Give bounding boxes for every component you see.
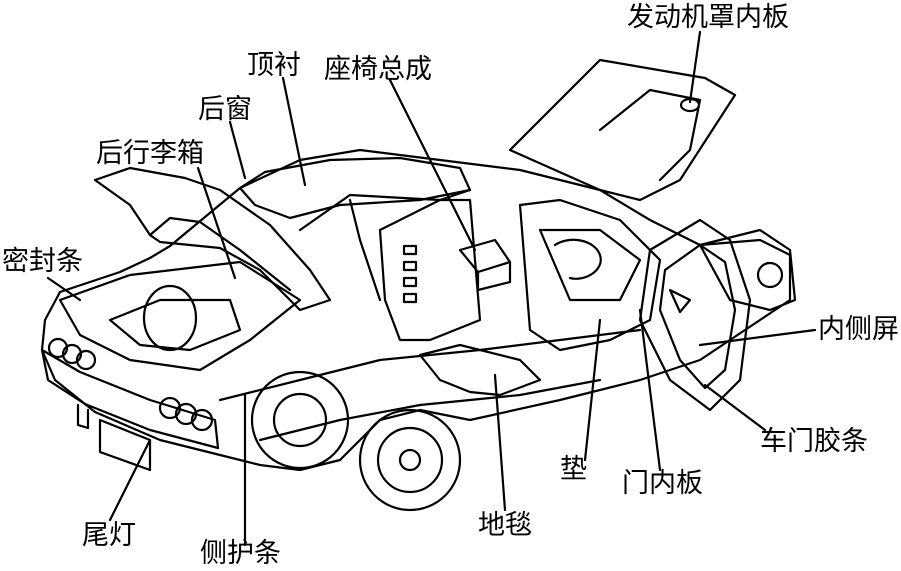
label-inner-side-panel: 内侧屏 — [818, 314, 899, 345]
tail-light-left-1 — [47, 337, 69, 359]
seat-box-side — [476, 260, 512, 292]
leader-door-rubber-strip — [703, 383, 767, 432]
leader-carpet — [493, 373, 507, 512]
trunk-opening — [58, 260, 302, 372]
label-tail-light: 尾灯 — [82, 520, 136, 551]
label-headliner: 顶衬 — [247, 50, 301, 81]
leader-rear-window — [228, 120, 247, 180]
hood — [508, 58, 737, 202]
license-plate — [98, 418, 152, 472]
door-inner-contour — [658, 243, 737, 390]
leader-seat-assembly — [388, 78, 477, 252]
b-pillar — [348, 198, 382, 302]
side-guard-strip — [218, 328, 642, 402]
hood-inner — [598, 88, 702, 182]
roof — [238, 156, 472, 220]
window-switch-1 — [402, 244, 418, 256]
tail-light-right-2 — [174, 402, 198, 426]
spare-wheel — [142, 284, 198, 352]
sill-line — [258, 378, 602, 442]
window-switch-4 — [402, 292, 418, 304]
leader-inner-side-panel — [698, 328, 817, 347]
leader-seal-strip — [46, 276, 82, 302]
rear-wheel-outer — [250, 370, 350, 470]
label-carpet: 地毯 — [478, 510, 532, 541]
front-wheel-outer — [358, 408, 462, 512]
rear-bumper — [40, 348, 220, 450]
tail-light-left-3 — [75, 349, 97, 371]
label-door-rubber-strip: 车门胶条 — [760, 426, 868, 457]
trunk-floor — [108, 298, 242, 352]
label-rear-trunk: 后行李箱 — [96, 138, 204, 169]
roof-frame — [298, 188, 472, 232]
leader-pad — [583, 318, 602, 462]
tail-light-left-2 — [61, 343, 83, 365]
label-hood-inner-panel: 发动机罩内板 — [627, 2, 789, 33]
front-cabin — [518, 198, 662, 352]
rear-wheel-inner — [272, 392, 328, 448]
front-fender — [698, 228, 797, 312]
rear-door-opening — [378, 198, 482, 342]
window-switch-2 — [402, 260, 418, 272]
front-wheel-hub — [398, 448, 422, 472]
label-seal-strip: 密封条 — [2, 246, 83, 277]
label-seat-assembly: 座椅总成 — [324, 54, 432, 85]
label-door-inner-panel: 门内板 — [622, 468, 703, 499]
car-body-outline — [40, 148, 792, 472]
dash — [538, 228, 642, 302]
carpet-shape — [418, 343, 542, 397]
tail-light-right-1 — [158, 396, 182, 420]
seat-box — [458, 238, 512, 274]
label-rear-window: 后窗 — [198, 94, 252, 125]
trunk-lid — [93, 166, 332, 312]
door-handle — [668, 288, 692, 314]
leader-door-inner-panel — [638, 308, 662, 472]
front-wheel-mid — [376, 426, 444, 494]
label-pad: 垫 — [560, 454, 587, 485]
tail-light-right-3 — [190, 408, 214, 432]
exhaust-pipe — [76, 403, 90, 430]
trunk-lid-inner — [148, 216, 292, 292]
front-door — [638, 218, 752, 412]
leader-rear-trunk — [196, 166, 237, 280]
leader-tail-light — [108, 438, 152, 522]
front-headlight — [756, 261, 784, 289]
label-side-guard-strip: 侧护条 — [200, 538, 281, 569]
steering — [553, 238, 602, 280]
leader-hood-inner-panel — [688, 30, 702, 104]
leader-headliner — [281, 76, 307, 187]
window-switch-3 — [402, 276, 418, 288]
